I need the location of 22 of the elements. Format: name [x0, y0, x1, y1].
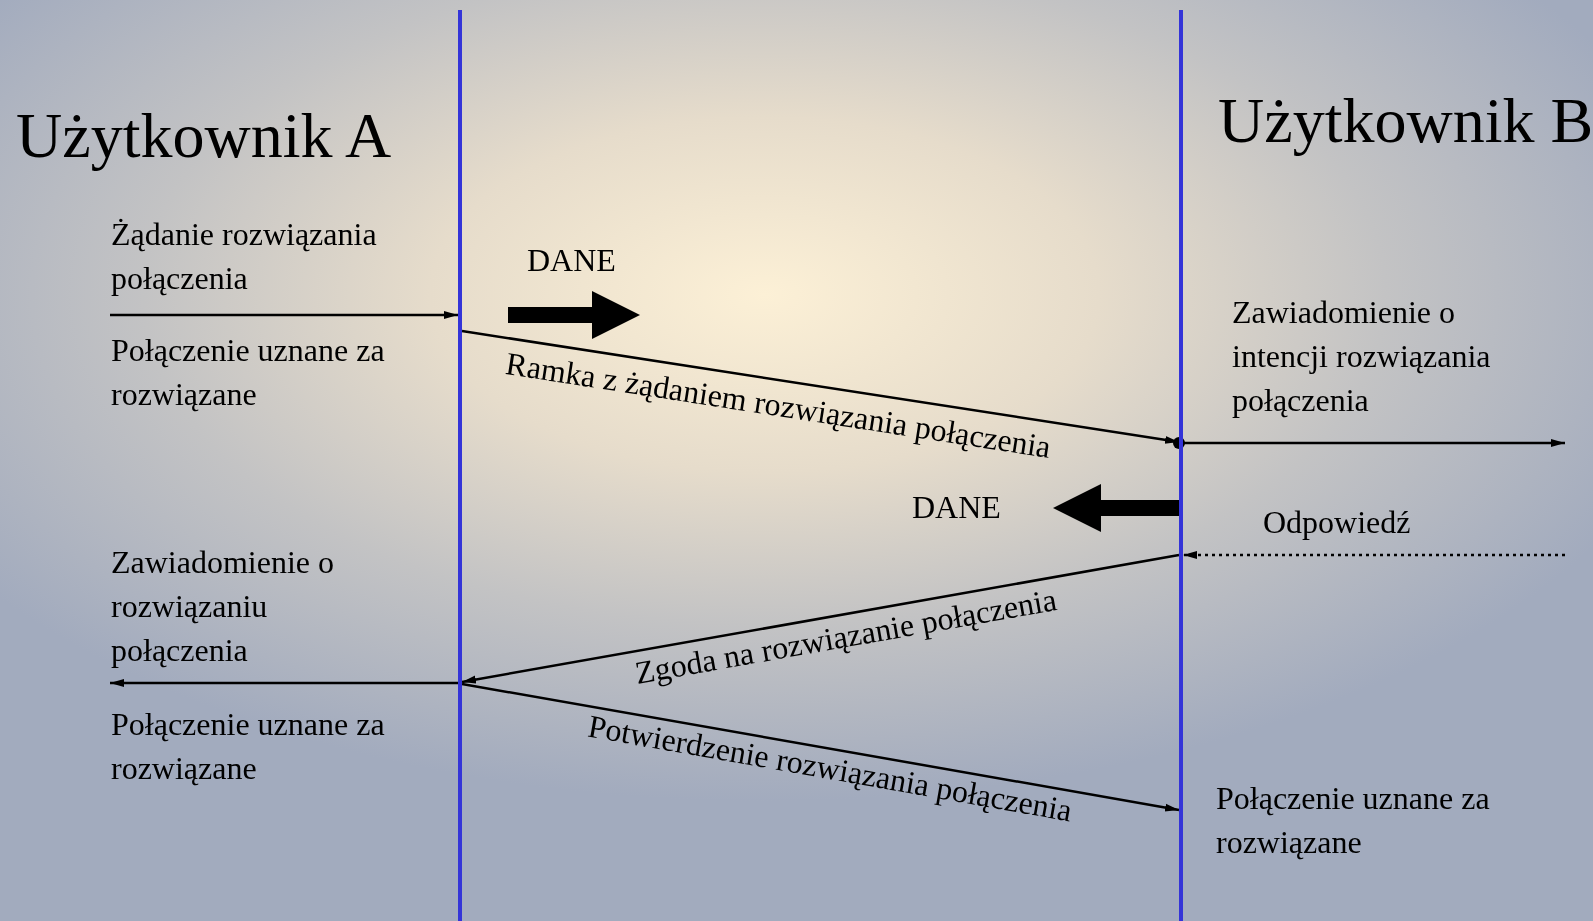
arrow: [1173, 437, 1565, 449]
data-label: DANE: [912, 488, 1002, 527]
participant-heading: Użytkownik B: [1218, 86, 1593, 156]
participant-heading: Użytkownik A: [16, 101, 392, 171]
note-text: Połączenie uznane za rozwiązane: [111, 705, 386, 788]
arrow: [461, 553, 1180, 684]
dotted-arrow: [1183, 551, 1565, 559]
edge-label: Żądanie rozwiązania połączenia: [111, 215, 378, 298]
edge-label: Zgoda na rozwiązanie połączenia: [631, 582, 1059, 690]
edge-label: Ramka z żądaniem rozwiązania połączenia: [503, 346, 1053, 464]
edge-label: Odpowiedź: [1263, 503, 1412, 542]
arrow: [110, 679, 458, 687]
arrow: [110, 311, 458, 319]
note-text: Połączenie uznane za rozwiązane: [1216, 779, 1491, 862]
note-text: Połączenie uznane za rozwiązane: [111, 331, 386, 414]
edge-label: Zawiadomienie o rozwiązaniu połączenia: [111, 543, 336, 670]
lifeline: [458, 10, 462, 921]
arrow: [461, 682, 1180, 812]
data-label: DANE: [527, 241, 617, 280]
lifeline: [1179, 10, 1183, 921]
edge-label: Zawiadomienie o intencji rozwiązania połączenia: [1232, 293, 1492, 420]
edge-label: Potwierdzenie rozwiązania połączenia: [585, 708, 1075, 828]
